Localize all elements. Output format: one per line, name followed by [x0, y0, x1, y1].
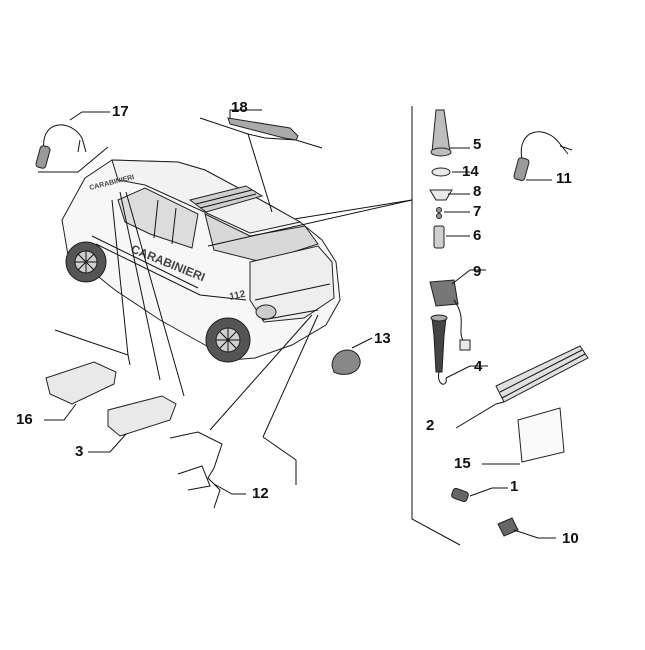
part-1-bulb — [451, 487, 508, 503]
callout-16: 16 — [16, 411, 33, 428]
callout-10: 10 — [562, 530, 579, 547]
part-8-base — [429, 189, 470, 201]
part-7-nut — [436, 207, 470, 219]
part-10-connector — [497, 517, 556, 539]
callout-1: 1 — [510, 478, 518, 495]
part-15-plate — [482, 407, 565, 465]
callout-11: 11 — [556, 170, 572, 187]
part-17-sensor-harness — [35, 111, 110, 169]
part-16-panel — [44, 361, 117, 421]
part-18-trim-strip — [227, 109, 299, 141]
callout-9: 9 — [473, 263, 481, 280]
part-11-sensor-harness — [513, 131, 573, 182]
front-wheel — [65, 241, 107, 283]
callout-7: 7 — [473, 203, 481, 220]
callout-8: 8 — [473, 183, 481, 200]
car-illustration: CARABINIERI CARABINIERI 112 — [61, 159, 341, 363]
car-leader-lines — [111, 133, 413, 438]
callout-14: 14 — [462, 163, 479, 180]
callout-6: 6 — [473, 227, 481, 244]
part-4-flashlight — [430, 314, 488, 385]
callout-18: 18 — [231, 99, 248, 116]
callout-4: 4 — [474, 358, 483, 375]
callout-13: 13 — [374, 330, 391, 347]
part-2-light-bar — [455, 345, 589, 429]
rear-wheel — [205, 317, 251, 363]
callout-15: 15 — [454, 455, 471, 472]
part-9-bracket — [429, 269, 486, 351]
part-6-sleeve — [433, 225, 470, 249]
callout-5: 5 — [473, 136, 481, 153]
frame-lines — [38, 106, 461, 546]
part-3-panel — [88, 395, 177, 453]
part-5-antenna — [430, 109, 470, 157]
part-12-wiring — [169, 431, 246, 509]
car-rear-number: 112 — [228, 289, 246, 303]
callout-12: 12 — [252, 485, 269, 502]
callout-2: 2 — [426, 417, 434, 434]
part-14-gasket — [431, 167, 470, 177]
callout-3: 3 — [75, 443, 83, 460]
part-13-cap — [331, 337, 373, 375]
callout-labels: 17 18 5 14 8 7 6 9 11 13 4 16 3 2 15 12 … — [16, 99, 579, 547]
callout-17: 17 — [112, 103, 129, 120]
